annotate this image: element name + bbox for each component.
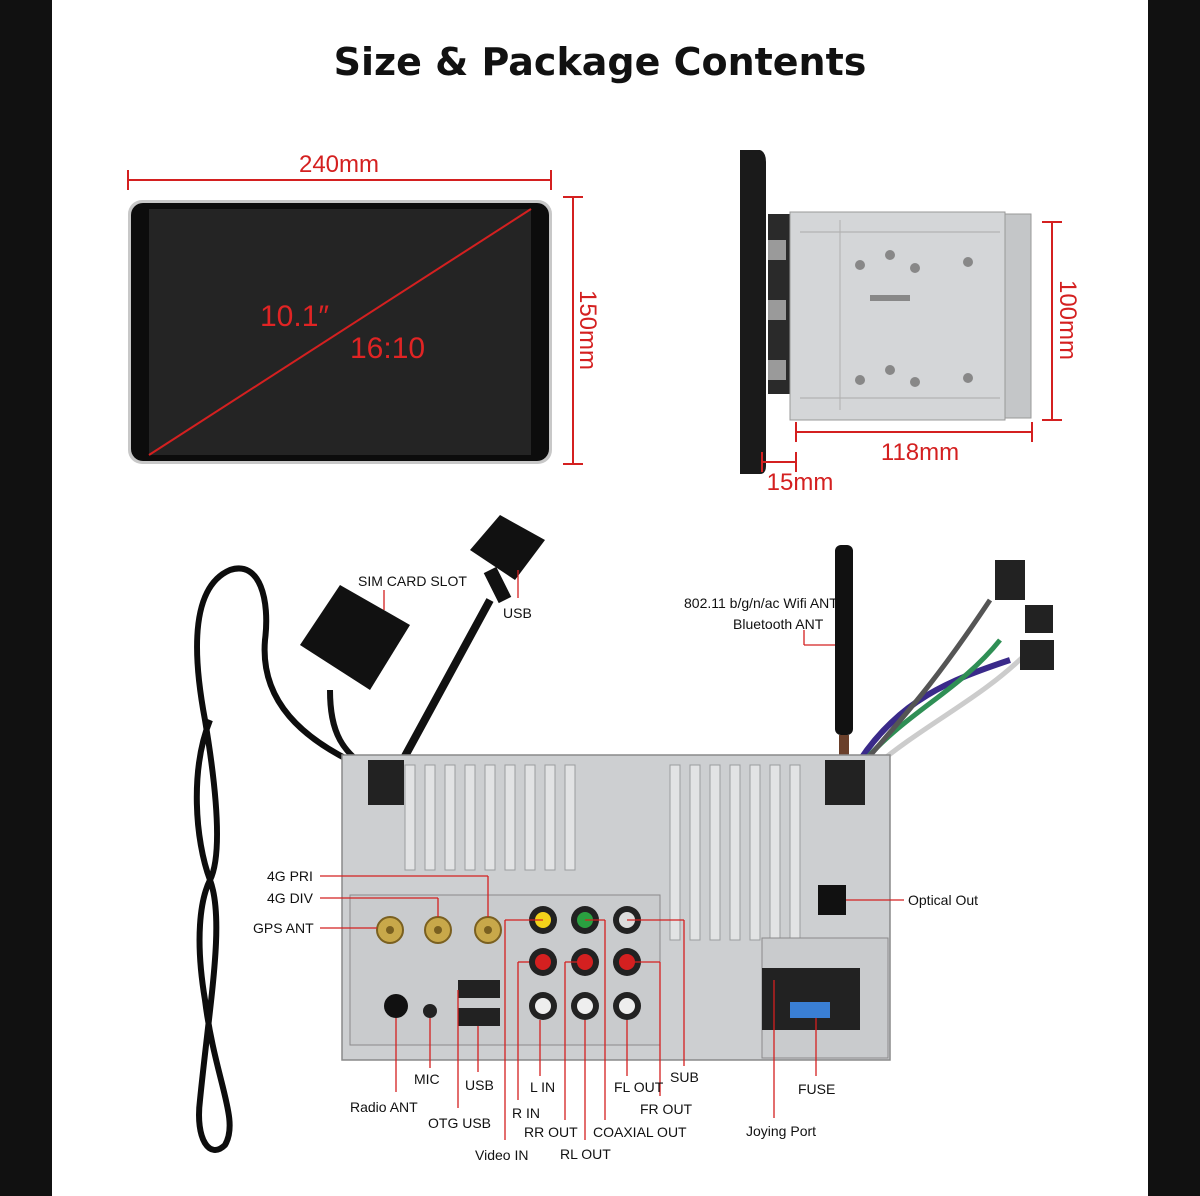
screen-size-label: 10.1″ bbox=[260, 300, 329, 333]
wifi-antenna-label: 802.11 b/g/n/ac Wifi ANT bbox=[684, 595, 838, 611]
unit-chassis bbox=[789, 211, 1006, 421]
diagonal-line bbox=[148, 208, 532, 456]
rr-out-label: RR OUT bbox=[524, 1124, 578, 1140]
rear-panel-view: SIM CARD SLOT USB 802.11 b/g/n/ac Wifi A… bbox=[193, 515, 1054, 1163]
usb-label: USB bbox=[465, 1077, 494, 1093]
joying-port-label: Joying Port bbox=[746, 1123, 816, 1139]
aspect-ratio-label: 16:10 bbox=[350, 332, 425, 365]
video-in-label: Video IN bbox=[475, 1147, 528, 1163]
coaxial-out-label: COAXIAL OUT bbox=[593, 1124, 687, 1140]
mic-label: MIC bbox=[414, 1071, 440, 1087]
wifi-antenna bbox=[835, 545, 853, 735]
div-4g-label: 4G DIV bbox=[267, 890, 314, 906]
r-in-label: R IN bbox=[512, 1105, 540, 1121]
sim-card-slot-label: SIM CARD SLOT bbox=[358, 573, 467, 589]
height-dimension: 150mm bbox=[574, 290, 601, 370]
joying-port-connector bbox=[762, 968, 860, 1030]
usb-cable-connector bbox=[470, 515, 545, 580]
rl-out-label: RL OUT bbox=[560, 1146, 611, 1162]
side-view: 100mm 118mm 15mm bbox=[740, 150, 1081, 496]
front-screen-view: 240mm 10.1″ 16:10 150mm bbox=[127, 151, 601, 465]
fuse-label: FUSE bbox=[798, 1081, 835, 1097]
usb-cable-label: USB bbox=[503, 605, 532, 621]
sub-label: SUB bbox=[670, 1069, 699, 1085]
screen-depth-dimension: 15mm bbox=[767, 469, 834, 496]
l-in-label: L IN bbox=[530, 1079, 555, 1095]
body-height-dimension: 100mm bbox=[1054, 280, 1081, 360]
body-depth-dimension: 118mm bbox=[881, 439, 959, 466]
pri-4g-label: 4G PRI bbox=[267, 868, 313, 884]
width-dimension: 240mm bbox=[299, 151, 379, 178]
right-border bbox=[1148, 0, 1200, 1196]
otg-usb-label: OTG USB bbox=[428, 1115, 491, 1131]
radio-ant-label: Radio ANT bbox=[350, 1099, 418, 1115]
bluetooth-antenna-label: Bluetooth ANT bbox=[733, 616, 824, 632]
optical-out-label: Optical Out bbox=[908, 892, 978, 908]
sim-card-module bbox=[300, 585, 410, 690]
page-title: Size & Package Contents bbox=[333, 40, 867, 84]
fl-out-label: FL OUT bbox=[614, 1079, 664, 1095]
gps-ant-label: GPS ANT bbox=[253, 920, 314, 936]
fr-out-label: FR OUT bbox=[640, 1101, 693, 1117]
left-border bbox=[0, 0, 52, 1196]
